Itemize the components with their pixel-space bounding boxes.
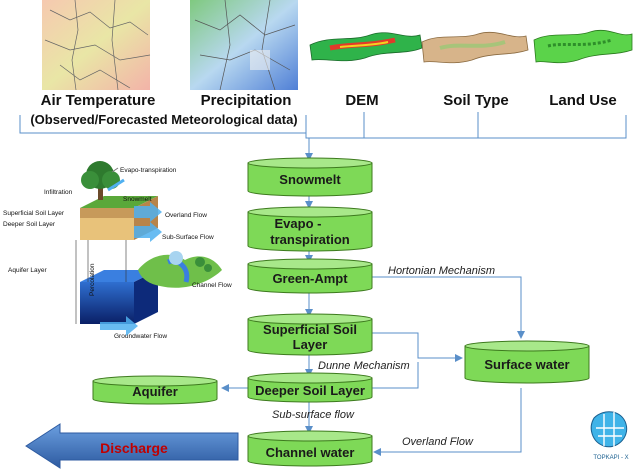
subsurface-label: Sub-surface flow	[272, 409, 355, 421]
illus-aquifer-label: Aquifer Layer	[8, 267, 47, 274]
hortonian-label: Hortonian Mechanism	[388, 265, 495, 277]
channel-water-cylinder: Channel water	[247, 430, 373, 467]
air-temperature-label: Air Temperature	[41, 92, 156, 109]
logo-text: TOPKAPI - X	[593, 455, 628, 461]
surface-water-label: Surface water	[484, 357, 569, 372]
illus-groundwater-label: Groundwater Flow	[114, 333, 167, 340]
hydrology-illustration	[75, 161, 222, 336]
aquifer-label: Aquifer	[132, 384, 178, 399]
green-ampt-label: Green-Ampt	[272, 271, 348, 286]
air-temperature-map	[42, 0, 151, 91]
green-ampt-cylinder: Green-Ampt	[247, 258, 373, 294]
illus-superficial-label: Superficial Soil Layer	[3, 210, 65, 217]
input-bracket	[19, 112, 627, 161]
dunne-label: Dunne Mechanism	[318, 360, 410, 372]
topkapi-logo: TOPKAPI - X	[590, 411, 629, 461]
illus-snowmelt-label: Snowmelt	[123, 196, 152, 203]
land-use-label: Land Use	[549, 92, 617, 109]
dem-label: DEM	[345, 92, 378, 109]
land-use-map	[533, 29, 633, 64]
superficial-label-2: Layer	[293, 337, 328, 352]
precipitation-map	[190, 0, 298, 91]
dem-map	[309, 32, 423, 62]
illus-subsurface-label: Sub-Surface Flow	[162, 234, 214, 241]
evapo-label-2: transpiration	[270, 232, 350, 247]
illus-percolation-label: Percolation	[89, 263, 96, 296]
illus-evapo-label: Evapo-transpiration	[120, 167, 177, 174]
meteo-note: (Observed/Forecasted Meteorological data…	[30, 112, 297, 127]
deeper-soil-cylinder: Deeper Soil Layer	[247, 372, 373, 403]
precipitation-label: Precipitation	[201, 92, 292, 109]
evapotranspiration-cylinder: Evapo - transpiration	[247, 206, 373, 252]
superficial-label-1: Superficial Soil	[263, 322, 357, 337]
illus-overland-label: Overland Flow	[165, 212, 207, 219]
surface-water-cylinder: Surface water	[464, 340, 590, 384]
superficial-soil-cylinder: Superficial Soil Layer	[247, 313, 373, 356]
snowmelt-cylinder: Snowmelt	[247, 157, 373, 197]
illus-deeper-label: Deeper Soil Layer	[3, 221, 56, 228]
aquifer-cylinder: Aquifer	[92, 375, 218, 405]
deeper-label: Deeper Soil Layer	[255, 383, 365, 398]
evapo-label-1: Evapo -	[275, 216, 322, 231]
overland-label: Overland Flow	[402, 436, 474, 448]
discharge-arrow: Discharge	[25, 423, 239, 469]
channel-water-label: Channel water	[266, 445, 355, 460]
soil-type-map	[421, 31, 529, 64]
snowmelt-label: Snowmelt	[279, 172, 341, 187]
illus-infiltration-label: Infiltration	[44, 189, 73, 196]
soil-type-label: Soil Type	[443, 92, 509, 109]
discharge-label: Discharge	[100, 440, 168, 456]
illus-channel-label: Channel Flow	[192, 282, 232, 289]
flow-connectors	[221, 196, 525, 456]
